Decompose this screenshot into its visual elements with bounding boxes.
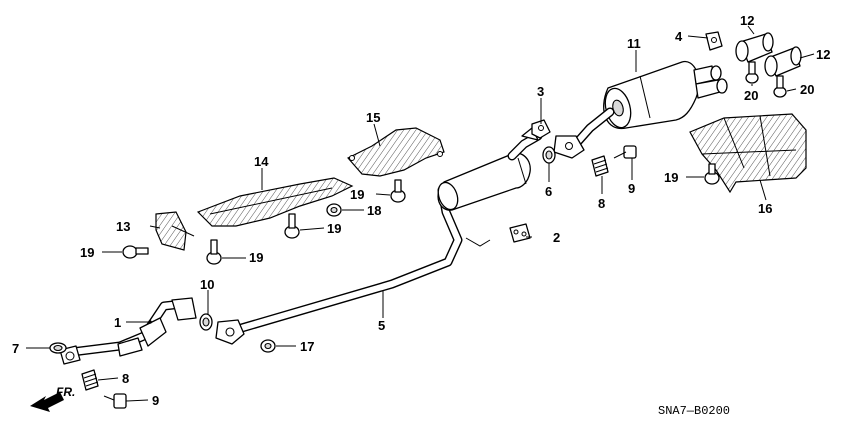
gasket-rear (542, 146, 556, 164)
callout-3: 3 (537, 84, 544, 99)
leader-lines (26, 25, 815, 402)
callouts: 1 2 3 4 5 6 7 8 8 9 9 10 11 12 12 13 14 … (12, 13, 830, 408)
bolt-19-b (206, 239, 222, 265)
middle-pipe-flange (215, 319, 245, 345)
callout-19-e: 19 (664, 170, 678, 185)
callout-4: 4 (675, 29, 683, 44)
callout-13: 13 (116, 219, 130, 234)
bolt-19-d (390, 179, 406, 203)
callout-14: 14 (254, 154, 269, 169)
direction-label: FR. (56, 385, 75, 399)
callout-19-d: 19 (350, 187, 364, 202)
callout-8-front: 8 (122, 371, 129, 386)
front-pipe (59, 297, 197, 365)
spring-rear (591, 155, 609, 177)
callout-12-upper: 12 (740, 13, 754, 28)
callout-17: 17 (300, 339, 314, 354)
bolt-19-a (122, 245, 149, 259)
bolt-20-b (773, 75, 787, 98)
nut-17 (260, 339, 276, 353)
front-direction-arrow: FR. (30, 385, 75, 412)
callout-19-b: 19 (249, 250, 263, 265)
nut-18 (326, 203, 342, 217)
hanger-bracket-4 (705, 31, 723, 51)
exhaust-finisher-lower (764, 46, 802, 77)
callout-16: 16 (758, 201, 772, 216)
callout-19-a: 19 (80, 245, 94, 260)
callout-15: 15 (366, 110, 380, 125)
diagram-code: SNA7—B0200 (658, 404, 730, 418)
callout-10: 10 (200, 277, 214, 292)
spring-front (81, 369, 99, 391)
callout-11: 11 (627, 36, 641, 51)
callout-8-rear: 8 (598, 196, 605, 211)
callout-9-rear: 9 (628, 181, 635, 196)
callout-12-lower: 12 (816, 47, 830, 62)
gasket-middle (199, 313, 213, 331)
bolt-front (103, 393, 127, 409)
muffler (569, 60, 728, 151)
callout-20-b: 20 (800, 82, 814, 97)
callout-5: 5 (378, 318, 385, 333)
hanger-bracket-3 (531, 119, 551, 139)
bolt-rear (613, 145, 637, 159)
callout-2: 2 (553, 230, 560, 245)
callout-6: 6 (545, 184, 552, 199)
callout-9-front: 9 (152, 393, 159, 408)
callout-7: 7 (12, 341, 19, 356)
bolt-20-a (745, 61, 759, 84)
callout-19-c: 19 (327, 221, 341, 236)
muffler-flange (553, 135, 585, 159)
rear-connector-pipe (507, 127, 543, 161)
front-heat-shield (196, 177, 354, 227)
callout-18: 18 (367, 203, 381, 218)
bolt-19-c (284, 213, 300, 239)
callout-1: 1 (114, 315, 121, 330)
bolt-19-e (704, 163, 720, 185)
center-heat-shield (347, 127, 445, 177)
rubber-hanger (509, 223, 531, 243)
sub-muffler (437, 152, 531, 211)
exhaust-finisher-upper (735, 32, 774, 63)
gasket-front (49, 342, 67, 354)
callout-20-a: 20 (744, 88, 758, 103)
bracket-shield (155, 211, 195, 251)
